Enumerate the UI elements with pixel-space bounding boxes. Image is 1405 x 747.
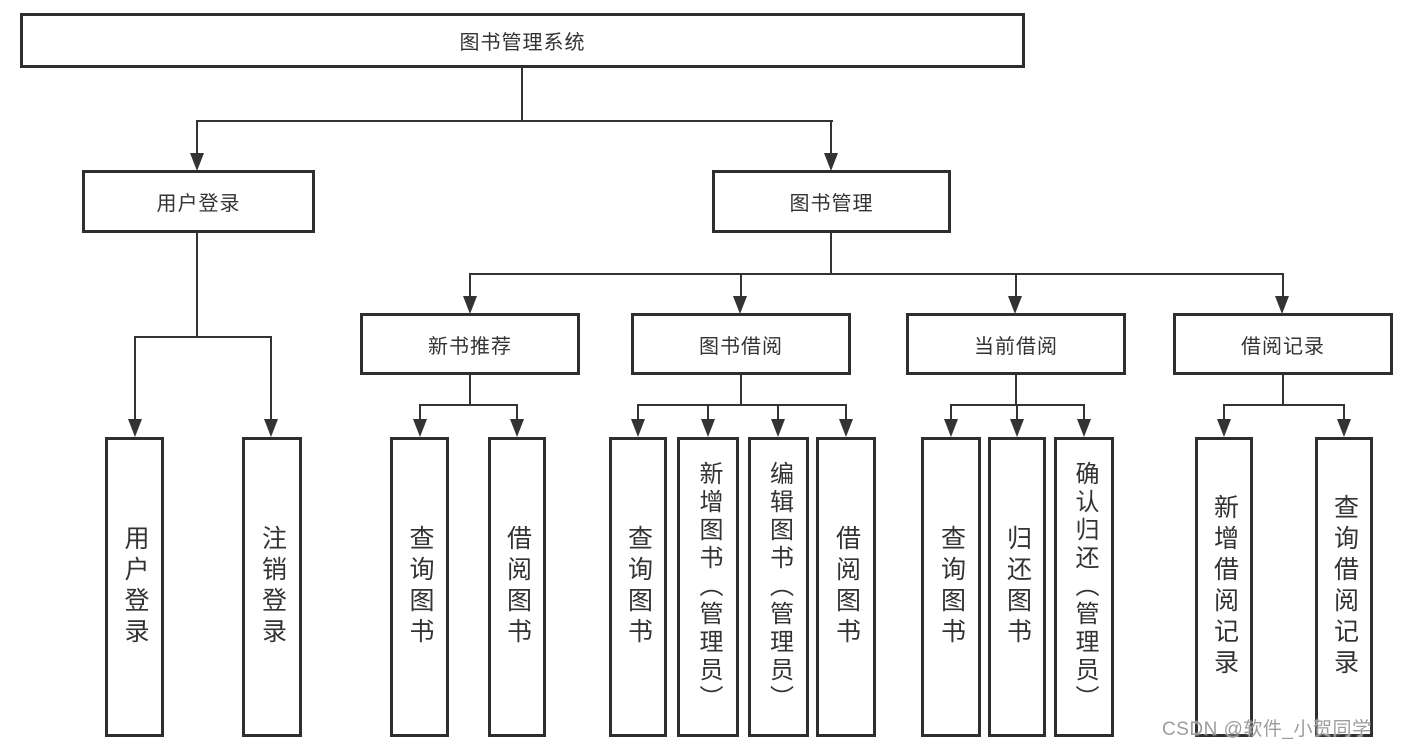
arrowhead-add-record [1217,419,1231,437]
connector-drop-return-books [1016,404,1018,421]
connector-new-book-branch [419,404,518,406]
arrowhead-leaf-login [128,419,142,437]
connector-drop-query-record [1343,404,1345,421]
connector-book-management-stem [830,233,832,275]
arrowhead-book-management [824,153,838,171]
arrowhead-book-borrow [733,296,747,314]
leaf-add-borrow-record: 新增借阅记录 [1195,437,1253,737]
leaf-return-books: 归还图书 [988,437,1046,737]
connector-drop-book-management [830,120,832,156]
node-new-book-recommend: 新书推荐 [360,313,580,375]
connector-drop-current-borrow [1015,273,1017,299]
connector-drop-new-book [469,273,471,299]
arrowhead-return-books [1010,419,1024,437]
leaf-query-books-current: 查询图书 [921,437,981,737]
arrowhead-borrow-records [1275,296,1289,314]
connector-user-login-branch [134,336,272,338]
connector-borrow-records-branch [1223,404,1345,406]
arrowhead-edit-book [771,419,785,437]
connector-drop-add-book [707,404,709,421]
connector-drop-add-record [1223,404,1225,421]
connector-drop-book-borrow [740,273,742,299]
arrowhead-new-book [463,296,477,314]
arrowhead-current-borrow [1008,296,1022,314]
leaf-query-borrow-record: 查询借阅记录 [1315,437,1373,737]
connector-borrow-records-stem [1282,375,1284,406]
connector-level2-branch [196,120,833,122]
leaf-borrow-books: 借阅图书 [816,437,876,737]
node-book-borrow: 图书借阅 [631,313,851,375]
arrowhead-leaf-logout [264,419,278,437]
connector-level3-branch [469,273,1284,275]
leaf-add-book-admin: 新增图书（管理员） [677,437,739,737]
connector-drop-borrow-books-2 [845,404,847,421]
leaf-edit-book-admin: 编辑图书（管理员） [748,437,809,737]
connector-drop-query-books-1 [419,404,421,421]
arrowhead-user-login [190,153,204,171]
leaf-user-login: 用户登录 [105,437,164,737]
node-book-management: 图书管理 [712,170,951,233]
connector-drop-borrow-records [1282,273,1284,299]
connector-drop-edit-book [777,404,779,421]
arrowhead-query-books-3 [944,419,958,437]
connector-drop-leaf-logout [270,336,272,420]
connector-drop-query-books-3 [950,404,952,421]
connector-root-stem [521,68,523,122]
leaf-confirm-return-admin: 确认归还（管理员） [1054,437,1114,737]
connector-book-borrow-stem [740,375,742,406]
node-borrow-records: 借阅记录 [1173,313,1393,375]
arrowhead-borrow-books-2 [839,419,853,437]
arrowhead-add-book [701,419,715,437]
connector-book-borrow-branch [637,404,847,406]
csdn-watermark: CSDN @软件_小贺同学 [1162,719,1372,740]
connector-new-book-stem [469,375,471,406]
connector-user-login-stem [196,233,198,338]
arrowhead-query-books-2 [631,419,645,437]
connector-drop-leaf-login [134,336,136,420]
arrowhead-borrow-books-1 [510,419,524,437]
node-user-login: 用户登录 [82,170,315,233]
connector-drop-borrow-books-1 [516,404,518,421]
connector-drop-user-login [196,120,198,156]
node-library-management-system: 图书管理系统 [20,13,1025,68]
leaf-borrow-books-recommend: 借阅图书 [488,437,546,737]
leaf-query-books-recommend: 查询图书 [390,437,449,737]
leaf-logout: 注销登录 [242,437,302,737]
connector-drop-confirm-return [1083,404,1085,421]
connector-current-borrow-stem [1015,375,1017,406]
arrowhead-confirm-return [1077,419,1091,437]
leaf-query-books-borrow: 查询图书 [609,437,667,737]
node-current-borrow: 当前借阅 [906,313,1126,375]
connector-drop-query-books-2 [637,404,639,421]
arrowhead-query-books-1 [413,419,427,437]
arrowhead-query-record [1337,419,1351,437]
